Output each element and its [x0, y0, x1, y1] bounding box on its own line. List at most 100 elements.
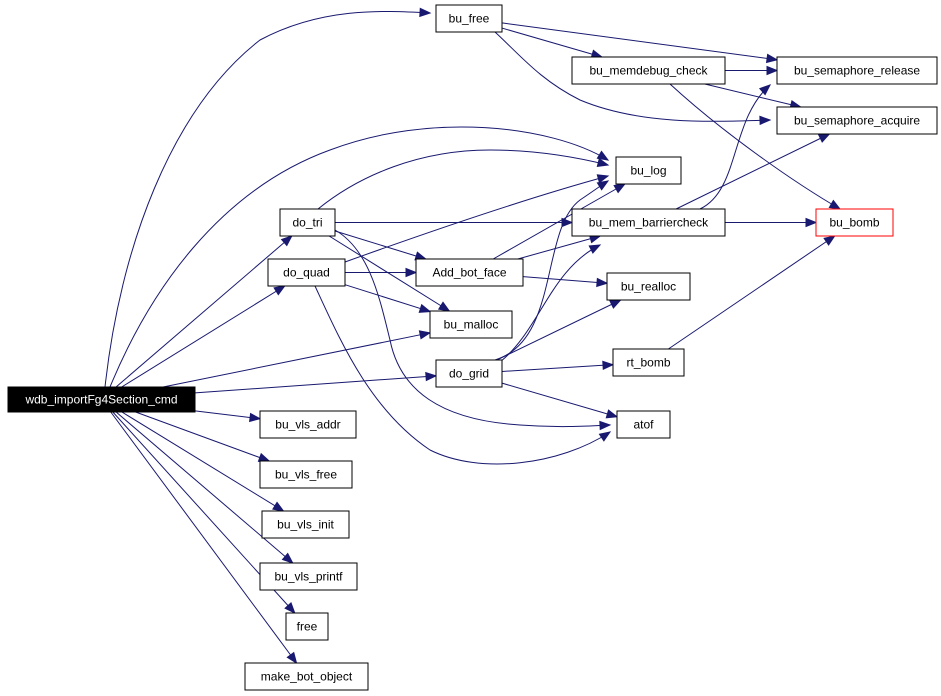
node-rt_bomb[interactable]: rt_bomb	[612, 348, 685, 377]
node-box	[244, 662, 369, 691]
node-box	[571, 208, 726, 237]
arrowhead-icon	[596, 277, 609, 288]
node-box	[415, 258, 524, 287]
node-bu_memdebug_check[interactable]: bu_memdebug_check	[571, 56, 726, 85]
edge-line	[334, 229, 611, 428]
edge-line	[194, 410, 261, 420]
node-make_bot_object[interactable]: make_bot_object	[244, 662, 369, 691]
edge-line	[162, 332, 431, 388]
edge-line	[501, 364, 614, 372]
edge-do_tri-to-bu_log	[317, 149, 610, 210]
node-label: bu_bomb	[829, 216, 879, 230]
arrowhead-icon	[596, 150, 610, 161]
node-Add_bot_face[interactable]: Add_bot_face	[415, 258, 524, 287]
node-bu_semaphore_release[interactable]: bu_semaphore_release	[776, 56, 938, 85]
edge-bu_memdebug_check-to-bu_semaphore_acquire	[704, 83, 803, 110]
node-label: do_tri	[292, 216, 322, 230]
edge-root-to-do_grid	[194, 371, 438, 394]
edge-do_grid-to-bu_mem_barriercheck	[499, 244, 602, 363]
edge-line	[501, 27, 603, 58]
node-bu_vls_printf[interactable]: bu_vls_printf	[259, 562, 358, 591]
node-atof[interactable]: atof	[616, 410, 671, 439]
node-box	[616, 410, 671, 439]
node-bu_semaphore_acquire[interactable]: bu_semaphore_acquire	[776, 106, 938, 135]
arrowhead-icon	[758, 84, 772, 96]
arrowhead-icon	[418, 330, 432, 340]
edge-line	[135, 411, 270, 462]
node-bu_bomb[interactable]: bu_bomb	[815, 208, 894, 237]
edge-line	[494, 180, 609, 361]
edge-bu_mem_barriercheck-to-bu_semaphore_acquire	[675, 133, 831, 210]
edge-do_grid-to-bu_log	[494, 180, 610, 361]
arrowhead-icon	[596, 174, 610, 184]
edge-line	[669, 83, 841, 210]
edge-root-to-do_tri	[115, 235, 293, 388]
node-label: bu_memdebug_check	[589, 64, 708, 78]
node-label: bu_free	[449, 12, 490, 26]
arrowhead-icon	[425, 371, 438, 382]
edge-line	[109, 126, 609, 388]
arrowhead-icon	[609, 299, 622, 309]
edge-root-to-bu_log	[109, 126, 610, 388]
node-bu_vls_addr[interactable]: bu_vls_addr	[259, 410, 357, 439]
node-label: Add_bot_face	[432, 266, 506, 280]
edge-line	[317, 149, 609, 210]
node-label: make_bot_object	[261, 670, 353, 684]
edge-rt_bomb-to-bu_bomb	[668, 235, 836, 350]
arrowhead-icon	[823, 235, 836, 246]
node-box	[267, 258, 346, 287]
node-root[interactable]: wdb_importFg4Section_cmd	[7, 386, 196, 413]
edge-line	[115, 235, 293, 388]
node-label: rt_bomb	[626, 356, 670, 370]
edge-do_quad-to-bu_malloc	[344, 284, 432, 313]
arrowhead-icon	[599, 420, 612, 431]
edge-bu_free-to-bu_semaphore_acquire	[494, 31, 772, 126]
edge-line	[496, 299, 621, 361]
edge-root-to-bu_vls_addr	[194, 410, 262, 423]
edge-line	[704, 83, 801, 108]
arrowhead-icon	[596, 180, 610, 191]
node-box	[429, 310, 513, 339]
arrowhead-icon	[281, 552, 294, 564]
edge-do_grid-to-rt_bomb	[501, 360, 615, 372]
edge-do_quad-to-Add_bot_face	[345, 267, 418, 278]
node-box	[7, 386, 196, 413]
node-bu_malloc[interactable]: bu_malloc	[429, 310, 513, 339]
edge-bu_free-to-bu_semaphore_release	[501, 22, 779, 64]
node-box	[279, 208, 336, 237]
node-box	[571, 56, 726, 85]
node-bu_mem_barriercheck[interactable]: bu_mem_barriercheck	[571, 208, 726, 237]
edge-do_tri-to-bu_mem_barriercheck	[335, 217, 574, 228]
arrowhead-icon	[817, 133, 831, 143]
edge-bu_mem_barriercheck-to-bu_bomb	[725, 217, 818, 228]
edge-do_grid-to-bu_realloc	[496, 299, 622, 361]
node-bu_free[interactable]: bu_free	[435, 4, 503, 33]
edge-line	[668, 235, 835, 350]
edge-Add_bot_face-to-bu_realloc	[522, 276, 609, 288]
node-bu_log[interactable]: bu_log	[615, 156, 682, 185]
edge-do_tri-to-atof	[334, 229, 612, 431]
arrowhead-icon	[419, 7, 432, 18]
arrowhead-icon	[286, 651, 298, 665]
node-do_grid[interactable]: do_grid	[435, 359, 503, 388]
node-bu_realloc[interactable]: bu_realloc	[606, 272, 691, 301]
arrowhead-icon	[602, 360, 615, 371]
edge-line	[675, 133, 830, 210]
edge-Add_bot_face-to-bu_mem_barriercheck	[517, 234, 602, 260]
node-box	[815, 208, 894, 237]
node-bu_vls_free[interactable]: bu_vls_free	[259, 460, 353, 489]
node-box	[259, 562, 358, 591]
edge-Add_bot_face-to-bu_log	[492, 183, 626, 260]
arrowhead-icon	[405, 267, 418, 278]
node-bu_vls_init[interactable]: bu_vls_init	[261, 510, 350, 539]
node-free[interactable]: free	[285, 612, 329, 641]
node-do_quad[interactable]: do_quad	[267, 258, 346, 287]
arrowhead-icon	[805, 217, 818, 228]
arrowhead-icon	[596, 157, 610, 168]
node-label: bu_log	[630, 164, 666, 178]
node-box	[261, 510, 350, 539]
edge-line	[121, 285, 285, 388]
node-do_tri[interactable]: do_tri	[279, 208, 336, 237]
edge-do_tri-to-Add_bot_face	[334, 230, 428, 261]
